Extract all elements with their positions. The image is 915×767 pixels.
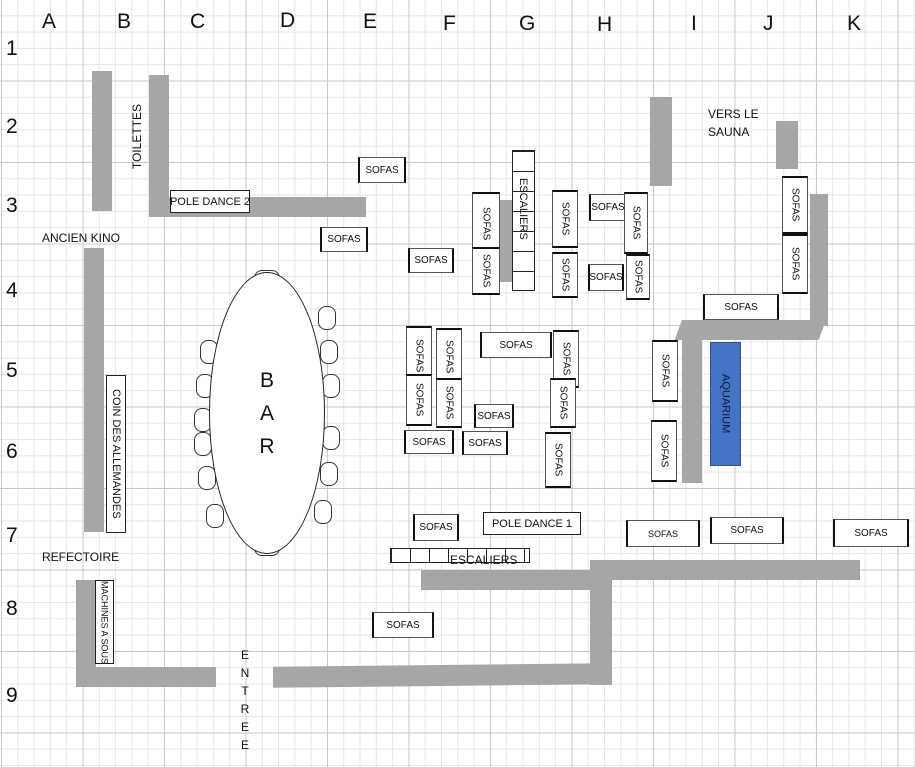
wall — [590, 560, 612, 685]
bar-letter: A — [259, 401, 274, 425]
machines-a-sous: MACHINES A SOUS — [95, 580, 114, 664]
sofa: SOFAS — [436, 328, 462, 386]
entree-letter: N — [240, 666, 250, 680]
wall — [776, 121, 798, 169]
row-label-4: 4 — [6, 279, 18, 302]
entree-letter: E — [240, 738, 249, 752]
pole-dance-1: POLE DANCE 1 — [483, 512, 581, 535]
row-label-5: 5 — [6, 359, 18, 382]
entree-letter: E — [240, 648, 249, 662]
bar-letter: B — [259, 368, 274, 392]
entree-label: E N T R E E — [239, 646, 251, 754]
sofa: SOFAS — [652, 340, 678, 402]
escaliers-lower-label: ESCALIERS — [450, 553, 518, 567]
column-label-g: G — [519, 12, 536, 35]
ancien-kino-label: ANCIEN KINO — [42, 231, 121, 245]
column-label-f: F — [443, 12, 456, 35]
refectoire-label: REFECTOIRE — [42, 550, 120, 564]
sofa: SOFAS — [404, 430, 454, 454]
sofa: SOFAS — [588, 264, 624, 291]
wall — [92, 71, 112, 211]
sofa: SOFAS — [833, 519, 909, 547]
sofa: SOFAS — [358, 157, 406, 183]
sofa: SOFAS — [436, 378, 462, 428]
wall — [590, 560, 860, 580]
sofa: SOFAS — [474, 404, 514, 428]
bar-stool — [320, 462, 338, 486]
sofa: SOFAS — [782, 176, 808, 234]
row-label-2: 2 — [6, 115, 18, 138]
sofa: SOFAS — [480, 332, 552, 358]
row-label-1: 1 — [6, 37, 18, 60]
row-label-3: 3 — [6, 194, 18, 217]
entree-letter: R — [240, 702, 250, 716]
column-label-h: H — [597, 13, 613, 36]
column-label-e: E — [363, 10, 378, 33]
column-label-i: I — [691, 12, 697, 35]
sofa: SOFAS — [589, 194, 627, 221]
wall — [76, 580, 96, 687]
sofa: SOFAS — [651, 420, 677, 482]
coin-des-allemandes: COIN DES ALLEMANDES — [106, 375, 126, 533]
column-label-k: K — [847, 12, 862, 35]
wall — [421, 570, 596, 590]
pole-dance-2: POLE DANCE 2 — [170, 190, 250, 213]
wall — [76, 667, 216, 687]
sofa: SOFAS — [552, 252, 578, 298]
bar-stool — [318, 306, 336, 330]
sofa: SOFAS — [552, 190, 578, 248]
sofa: SOFAS — [782, 234, 808, 294]
column-label-b: B — [117, 10, 132, 33]
sofa: SOFAS — [703, 294, 779, 320]
sofa: SOFAS — [710, 517, 784, 544]
bar-stool — [314, 500, 332, 524]
escaliers-upper-label: ESCALIERS — [517, 178, 529, 240]
sofa: SOFAS — [408, 248, 454, 273]
vers-le-sauna-label-line1: VERS LE — [708, 107, 759, 121]
bar-letter: R — [259, 434, 275, 458]
bar: B A R — [209, 272, 325, 554]
column-label-d: D — [280, 9, 296, 32]
entree-letter: T — [241, 684, 249, 698]
sofa: SOFAS — [624, 192, 648, 254]
column-label-a: A — [42, 10, 57, 33]
column-label-c: C — [190, 10, 206, 33]
sofa: SOFAS — [472, 247, 500, 295]
wall — [84, 248, 104, 532]
row-label-8: 8 — [6, 597, 18, 620]
wall — [682, 320, 702, 483]
vers-le-sauna-label-line2: SAUNA — [708, 125, 750, 139]
sofa: SOFAS — [550, 378, 576, 428]
sofa: SOFAS — [320, 227, 368, 252]
sofa: SOFAS — [545, 432, 571, 488]
wall — [272, 663, 611, 688]
bar-stool — [322, 426, 340, 450]
stairs-upper — [512, 150, 535, 291]
bar-stool — [322, 374, 340, 398]
wall — [650, 97, 672, 186]
bar-stool — [320, 340, 338, 364]
aquarium: AQUARIUM — [710, 342, 741, 466]
column-label-j: J — [763, 12, 774, 35]
row-label-7: 7 — [6, 524, 18, 547]
bar-stool — [206, 504, 224, 528]
wall — [149, 75, 169, 217]
sofa: SOFAS — [406, 374, 432, 426]
wall — [500, 200, 513, 282]
sofa: SOFAS — [462, 431, 508, 455]
wall — [810, 194, 828, 326]
toilettes-label: TOILETTES — [130, 104, 144, 170]
sofa: SOFAS — [413, 514, 459, 541]
sofa: SOFAS — [626, 254, 650, 300]
sofa: SOFAS — [626, 520, 700, 547]
entree-letter: E — [240, 720, 249, 734]
row-label-6: 6 — [6, 440, 18, 463]
sofa: SOFAS — [372, 612, 434, 638]
stairs-lower — [390, 548, 530, 563]
row-label-9: 9 — [6, 684, 18, 707]
